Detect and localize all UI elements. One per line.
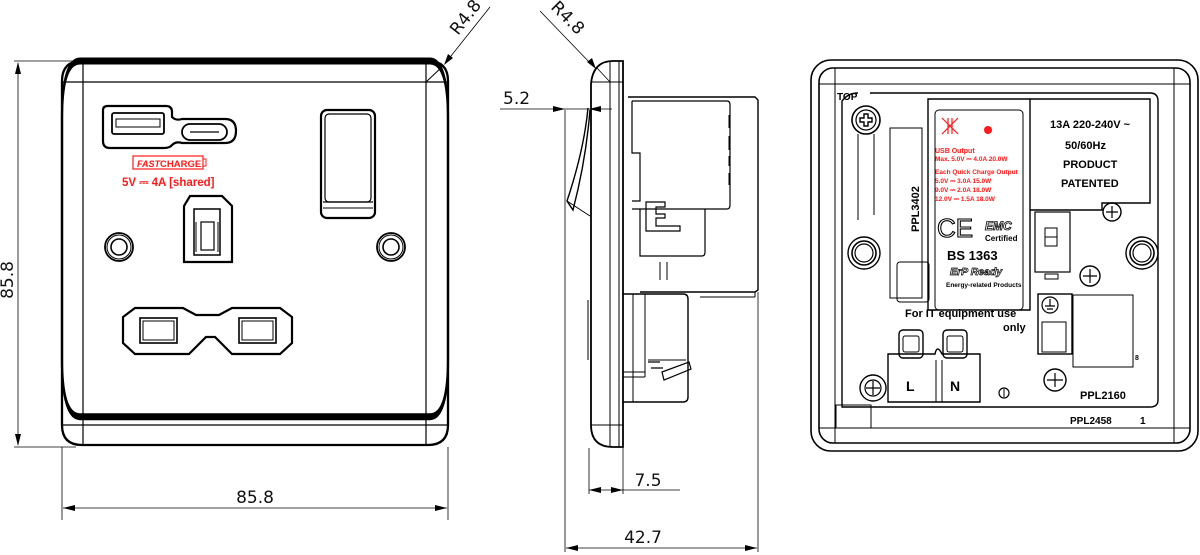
svg-text:USB Output: USB Output xyxy=(935,148,975,155)
svg-text:PPL2458: PPL2458 xyxy=(1070,416,1112,427)
ce-mark: CE xyxy=(937,213,973,243)
brand-logo-icon xyxy=(941,117,992,135)
svg-text:CHARGE: CHARGE xyxy=(160,159,201,170)
rear-view: TOP USB Output Max. 5.0V ⎓ 4.0A 20.0W Ea… xyxy=(810,59,1199,452)
fast-charge-badge: FAST CHARGE xyxy=(132,155,207,170)
svg-text:N: N xyxy=(950,378,960,394)
svg-text:PPL3402: PPL3402 xyxy=(910,186,922,232)
usb-c-port xyxy=(181,123,228,141)
svg-text:BS 1363: BS 1363 xyxy=(947,248,998,263)
usb-output-rating: 5V ⎓ 4A [shared] xyxy=(122,177,215,189)
front-plate-outline xyxy=(60,59,450,447)
svg-text:Certified: Certified xyxy=(985,234,1018,243)
screw-hole-left xyxy=(104,232,134,262)
svg-text:1: 1 xyxy=(1140,416,1146,427)
earth-terminal xyxy=(1037,293,1073,392)
earth-socket xyxy=(182,194,234,264)
svg-text:8: 8 xyxy=(1135,355,1139,362)
svg-text:Each Quick Charge Output: Each Quick Charge Output xyxy=(935,169,1019,176)
svg-text:PPL2160: PPL2160 xyxy=(1080,390,1126,402)
svg-text:13A 220-240V ~: 13A 220-240V ~ xyxy=(1050,119,1131,131)
terminal-block: L N xyxy=(887,329,981,403)
dim-plate-thickness: 7.5 xyxy=(634,471,661,491)
screw-right-lower xyxy=(1079,265,1101,287)
side-plate xyxy=(590,60,624,448)
svg-text:only: only xyxy=(1003,322,1026,334)
side-view xyxy=(566,60,759,448)
screw-right-upper xyxy=(1102,202,1122,222)
svg-text:9.0V ⎓ 2.0A 18.0W: 9.0V ⎓ 2.0A 18.0W xyxy=(935,187,992,194)
mount-hole-right xyxy=(1125,236,1159,270)
rocker-switch xyxy=(319,108,377,220)
svg-text:5.0V ⎓ 3.0A 15.0W: 5.0V ⎓ 3.0A 15.0W xyxy=(935,178,992,185)
dim-front-height: 85.8 xyxy=(0,261,18,299)
mount-hole-left xyxy=(847,236,881,270)
svg-text:FAST: FAST xyxy=(137,159,162,169)
dim-switch-protrusion: 5.2 xyxy=(503,89,530,109)
svg-text:12.0V ⎓ 1.5A 18.0W: 12.0V ⎓ 1.5A 18.0W xyxy=(935,196,996,203)
svg-text:Energy-related Products: Energy-related Products xyxy=(946,282,1022,289)
svg-text:Max. 5.0V ⎓ 4.0A 20.0W: Max. 5.0V ⎓ 4.0A 20.0W xyxy=(935,156,1008,163)
usb-a-port xyxy=(111,112,165,135)
svg-text:L: L xyxy=(906,378,915,394)
svg-text:PATENTED: PATENTED xyxy=(1061,178,1119,190)
svg-text:50/60Hz: 50/60Hz xyxy=(1065,140,1106,152)
svg-text:For IT equipment use: For IT equipment use xyxy=(905,308,1016,320)
dim-front-width: 85.8 xyxy=(236,488,274,508)
svg-text:ErP Ready: ErP Ready xyxy=(950,266,1003,278)
svg-text:TOP: TOP xyxy=(837,92,858,103)
svg-text:PRODUCT: PRODUCT xyxy=(1063,159,1118,171)
svg-text:EMC: EMC xyxy=(985,219,1012,233)
front-view: FAST CHARGE 5V ⎓ 4A [shared] xyxy=(60,57,450,447)
screw-top-left xyxy=(851,105,881,135)
usb-recess xyxy=(101,104,238,150)
dim-total-depth: 42.7 xyxy=(624,528,662,548)
screw-hole-right xyxy=(376,232,406,262)
live-neutral-socket xyxy=(121,306,294,356)
screw-bottom-left xyxy=(859,374,887,402)
